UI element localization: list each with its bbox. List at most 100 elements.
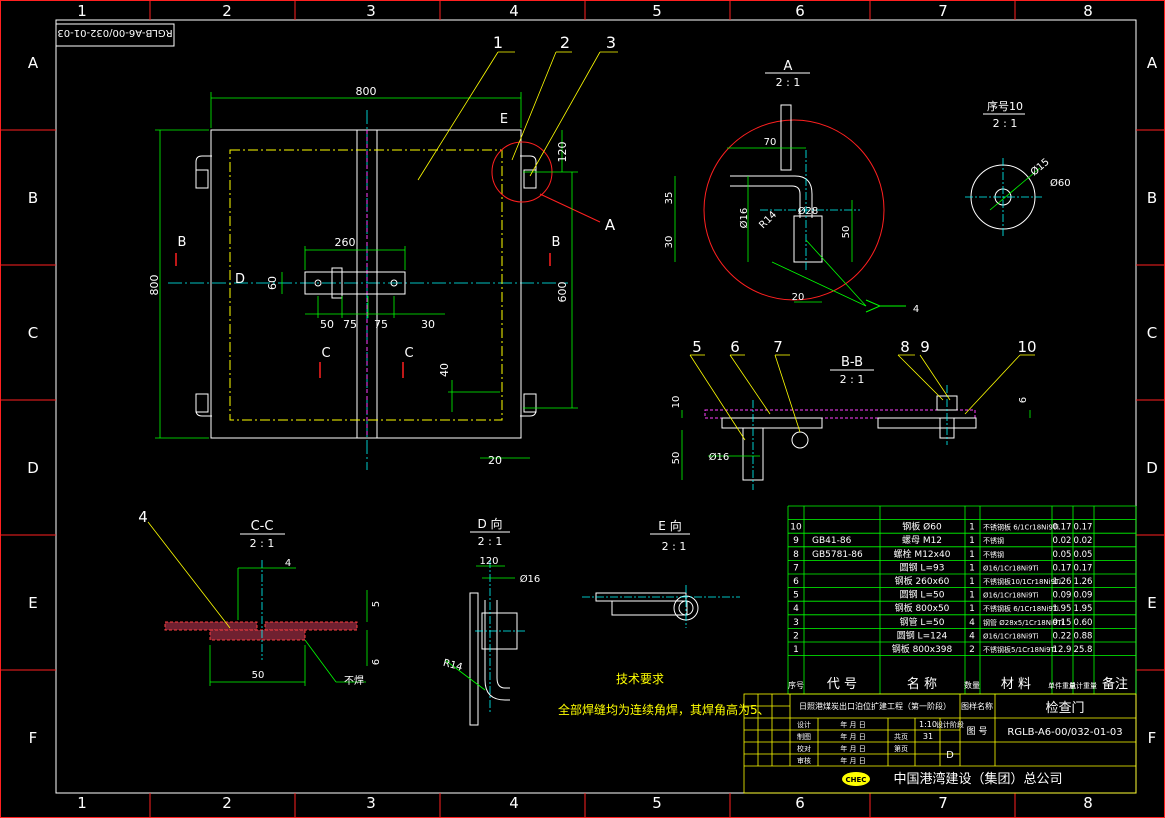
bom-header-total-weight: 总计重量 xyxy=(1069,681,1097,690)
tech-text: 全部焊缝均为连续角焊，其焊角高为5、 xyxy=(558,702,770,717)
col-label-3: 3 xyxy=(366,2,376,20)
bom-row-material: 不锈钢板 6/1Cr18Ni9Ti xyxy=(983,523,1059,532)
bom-row-qty: 4 xyxy=(969,631,975,641)
view-10-dim-60: Ø60 xyxy=(1050,177,1071,189)
bom-row-qty: 1 xyxy=(969,536,975,546)
col-label-8-bottom: 8 xyxy=(1083,794,1093,812)
view-cc-callout-4: 4 xyxy=(138,508,148,526)
bom-row-total-weight: 0.17 xyxy=(1074,523,1093,533)
bom-row-name: 钢板 800x398 xyxy=(892,643,953,655)
bom-row-name: 圆钢 L=124 xyxy=(897,629,948,641)
detail-mark-a: A xyxy=(605,216,616,234)
view-a-dim-70: 70 xyxy=(764,137,777,148)
col-label-5-bottom: 5 xyxy=(652,794,662,812)
callout-9: 9 xyxy=(920,338,930,356)
bom-row-no: 10 xyxy=(790,523,802,533)
callout-1: 1 xyxy=(493,33,503,52)
bom-row-material: Ø16/1Cr18Ni9Ti xyxy=(983,632,1039,640)
bom-row-unit-weight: 0.17 xyxy=(1053,523,1072,533)
col-label-2-bottom: 2 xyxy=(222,794,232,812)
company-logo: CHEC xyxy=(842,772,870,786)
frame-labels: 1 2 3 4 5 6 7 8 1 2 3 4 5 6 7 8 A B C D … xyxy=(27,2,1158,812)
bom-row-qty: 1 xyxy=(969,523,975,533)
row-label-d-right: D xyxy=(1146,459,1158,477)
bom-header-material: 材 料 xyxy=(1001,677,1031,692)
technical-requirements: 技术要求 全部焊缝均为连续角焊，其焊角高为5、 xyxy=(558,672,770,717)
bom-row-material: 不锈钢板5/1Cr18Ni9Ti xyxy=(983,645,1057,654)
tb-total-label: 共页 xyxy=(894,732,908,741)
bom-row-material: 不锈钢板10/1Cr18Ni9Ti xyxy=(983,577,1061,586)
view-cc-dim-6: 6 xyxy=(371,659,382,665)
callout-8: 8 xyxy=(900,338,910,356)
bom-row-name: 钢板 800x50 xyxy=(895,602,950,614)
row-label-f-right: F xyxy=(1148,729,1157,747)
view-a-dim-28: Ø28 xyxy=(798,205,819,217)
view-e-title: E 向 xyxy=(658,518,681,533)
tb-role-review: 审核 xyxy=(797,756,811,765)
row-label-b-right: B xyxy=(1147,189,1157,207)
bom-header-code: 代 号 xyxy=(827,677,857,692)
bom-row-unit-weight: 0.05 xyxy=(1053,550,1072,560)
dim-75-a: 75 xyxy=(343,318,357,331)
rotated-drawing-code: RGLB-A6-00/032-01-03 xyxy=(57,27,172,38)
view-10-title: 序号10 xyxy=(987,99,1023,113)
col-label-5: 5 xyxy=(652,2,662,20)
bom-row-material: 不锈钢 xyxy=(983,536,1004,545)
view-a-dim-r14: R14 xyxy=(757,209,779,231)
col-label-4: 4 xyxy=(509,2,519,20)
dim-260: 260 xyxy=(335,236,356,249)
section-view-bb: B-B 2 : 1 5 6 7 8 9 10 xyxy=(671,338,1037,490)
bom-row-unit-weight: 1.95 xyxy=(1053,604,1072,614)
bom-row-no: 1 xyxy=(793,645,799,655)
tech-title: 技术要求 xyxy=(616,672,664,686)
bom-row-total-weight: 0.88 xyxy=(1074,631,1093,641)
dim-75-b: 75 xyxy=(374,318,388,331)
col-label-1: 1 xyxy=(77,2,87,20)
tb-role-draft: 制图 xyxy=(797,732,811,741)
col-label-7-bottom: 7 xyxy=(938,794,948,812)
bom-row-name: 钢管 L=50 xyxy=(900,616,945,628)
view-a-dim-20: 20 xyxy=(792,292,805,303)
view-cc-dim-4: 4 xyxy=(285,558,291,569)
bom-row-material: Ø16/1Cr18Ni9Ti xyxy=(983,564,1039,572)
bom-row-no: 9 xyxy=(793,536,799,546)
detail-view-a: A 2 : 1 70 35 30 Ø16 xyxy=(664,59,919,315)
col-label-6-bottom: 6 xyxy=(795,794,805,812)
section-mark-c-left: C xyxy=(321,346,330,361)
row-label-f: F xyxy=(29,729,38,747)
bom-row-no: 8 xyxy=(793,550,799,560)
bom-row-total-weight: 0.02 xyxy=(1074,536,1093,546)
dim-800-width: 800 xyxy=(356,85,377,98)
view-bb-scale: 2 : 1 xyxy=(840,373,865,386)
bom-row-no: 5 xyxy=(793,591,799,601)
tb-stage: D xyxy=(946,750,954,761)
bom-row-name: 钢板 260x60 xyxy=(895,575,950,587)
section-view-cc: C-C 2 : 1 4 4 5 6 50 不焊 xyxy=(138,508,382,687)
row-label-c-right: C xyxy=(1147,324,1157,342)
detail-view-part-10: 序号10 2 : 1 Ø15 Ø60 xyxy=(965,99,1071,236)
tb-role-design: 设计 xyxy=(797,720,811,729)
view-cc-dim-50: 50 xyxy=(252,670,265,681)
dim-120: 120 xyxy=(556,142,569,163)
view-cc-dim-5: 5 xyxy=(371,601,382,607)
row-label-c: C xyxy=(28,324,38,342)
bom-row-no: 3 xyxy=(793,618,799,628)
view-a-title: A xyxy=(784,59,793,74)
row-label-e: E xyxy=(28,594,37,612)
bom-row-code: GB5781-86 xyxy=(812,550,863,560)
title-block: 日照港煤炭出口泊位扩建工程（第一阶段） 图样名称 检查门 1:10 设计阶段 共… xyxy=(743,693,1137,794)
section-mark-b-right: B xyxy=(552,235,561,250)
bom-row-qty: 1 xyxy=(969,563,975,573)
bom-row-material: 不锈钢板 6/1Cr18Ni9Ti xyxy=(983,604,1059,613)
tb-unit-label: 图样名称 xyxy=(961,701,993,711)
bom-row-name: 螺母 M12 xyxy=(902,535,942,546)
bom-row-qty: 4 xyxy=(969,618,975,628)
col-label-1-bottom: 1 xyxy=(77,794,87,812)
tb-date-4: 年 月 日 xyxy=(840,756,865,765)
bom-row-no: 7 xyxy=(793,563,799,573)
bom-header-unit-weight: 单件重量 xyxy=(1048,681,1076,690)
view-bb-dim-6: 6 xyxy=(1018,397,1029,403)
